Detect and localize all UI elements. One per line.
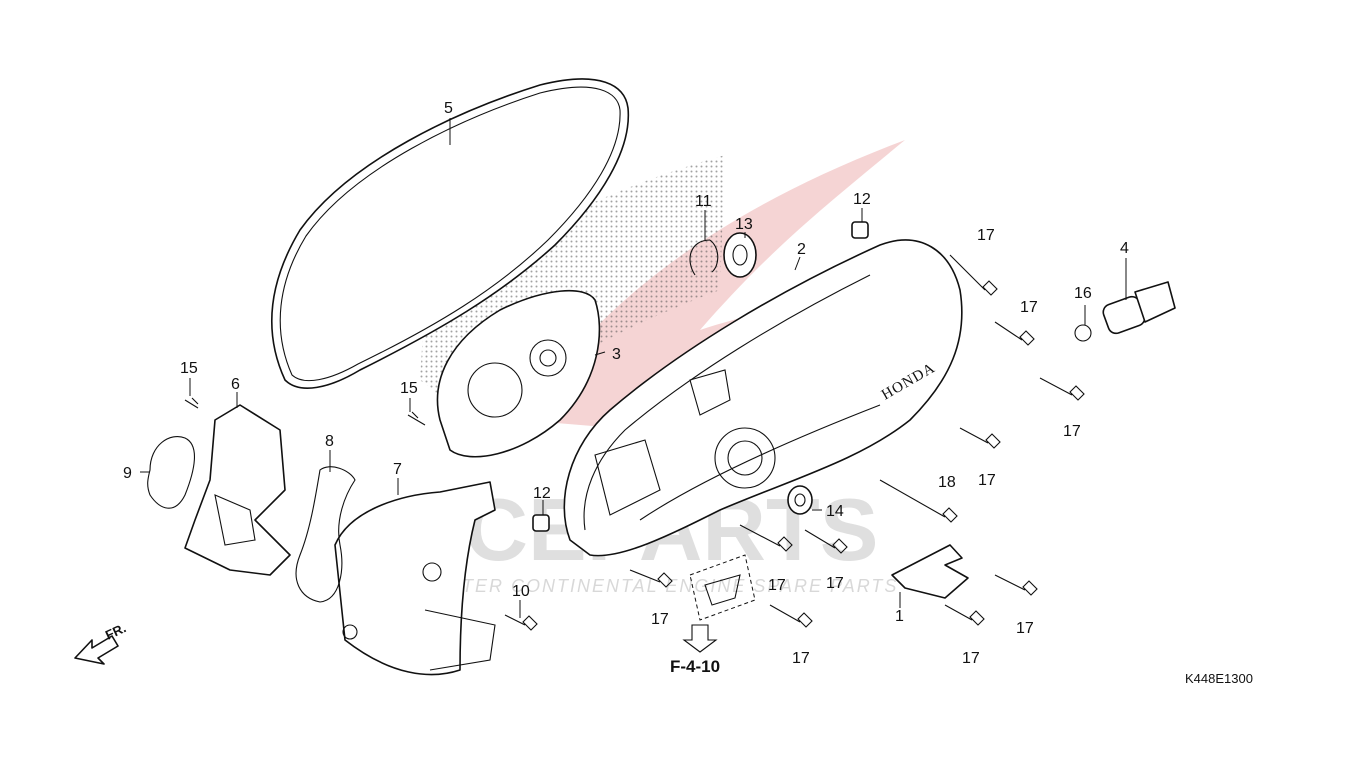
front-arrow-icon [74,635,119,665]
part-5-gasket [270,78,630,389]
callout-18: 18 [938,474,956,491]
callout-16: 16 [1074,285,1092,302]
reference-label: F-4-10 [670,657,720,676]
callout-5: 5 [444,100,453,117]
bolt-17-topright-2 [994,321,1035,346]
bolt-15-left [184,397,199,409]
callout-8: 8 [325,433,334,450]
callout-10: 10 [512,583,530,600]
callout-17-i: 17 [1016,620,1034,637]
part-6-bracket [184,404,291,576]
callout-17-d: 17 [978,472,996,489]
bolt-18-long [879,479,958,523]
bolt-15-mid [407,411,426,426]
callout-17-j: 17 [962,650,980,667]
callout-17-a: 17 [977,227,995,244]
part-12-dowel-left [532,514,550,532]
part-3-plate [436,289,601,458]
front-marker-label: FR. [103,620,128,642]
bolt-17-lower-1 [739,524,793,552]
bolt-17-right-3 [1039,377,1085,401]
bolt-group [184,254,1085,631]
bolt-10 [504,614,538,631]
bolt-17-right-4 [959,427,1001,449]
callout-2: 2 [797,241,806,258]
part-16-clip [1074,324,1092,342]
clip-detail [682,554,756,653]
callout-4: 4 [1120,240,1129,257]
part-14-oil-seal [787,485,813,515]
part-12-dowel-top [851,221,869,239]
callout-15-left: 15 [180,360,198,377]
callout-11: 11 [695,193,712,210]
callout-17-e: 17 [768,577,786,594]
part-1-bracket [891,544,969,599]
diagram-code: K448E1300 [1185,671,1253,686]
callout-3: 3 [612,346,621,363]
callout-17-f: 17 [826,575,844,592]
part-11-circlip [689,239,719,276]
bolt-17-br-1 [994,574,1038,596]
callout-17-c: 17 [1063,423,1081,440]
part-4-breather [1102,281,1176,335]
callout-6: 6 [231,376,240,393]
part-13-bearing [723,232,757,278]
bolt-17-topright-1 [949,254,998,296]
bolt-17-br-2 [944,604,985,626]
callout-17-g: 17 [651,611,669,628]
watermark-tagline: INTER CONTINENTAL ENGINE SPARE PARTS [440,576,898,596]
callout-17-h: 17 [792,650,810,667]
part-9-seal [147,436,196,509]
bolt-17-lower-4 [769,604,813,628]
part-2-crankcase-cover: HONDA [563,239,963,557]
callout-13: 13 [735,216,753,233]
part-7-drive-cover [334,481,496,676]
bolt-17-lower-2 [804,529,848,554]
callout-7: 7 [393,461,402,478]
part-8-gasket [295,466,356,603]
callout-17-b: 17 [1020,299,1038,316]
callout-14: 14 [826,503,844,520]
reference-arrow [682,624,718,653]
callout-12-top: 12 [853,191,871,208]
bolt-17-lower-3 [629,569,673,588]
callout-9: 9 [123,465,132,482]
callout-12-left: 12 [533,485,551,502]
callouts: 5 3 11 13 2 12 17 17 4 16 17 17 18 14 15… [123,100,1129,667]
leader-lines [140,118,1127,618]
callout-1: 1 [895,608,904,625]
callout-15-mid: 15 [400,380,418,397]
front-marker: FR. [74,620,128,665]
